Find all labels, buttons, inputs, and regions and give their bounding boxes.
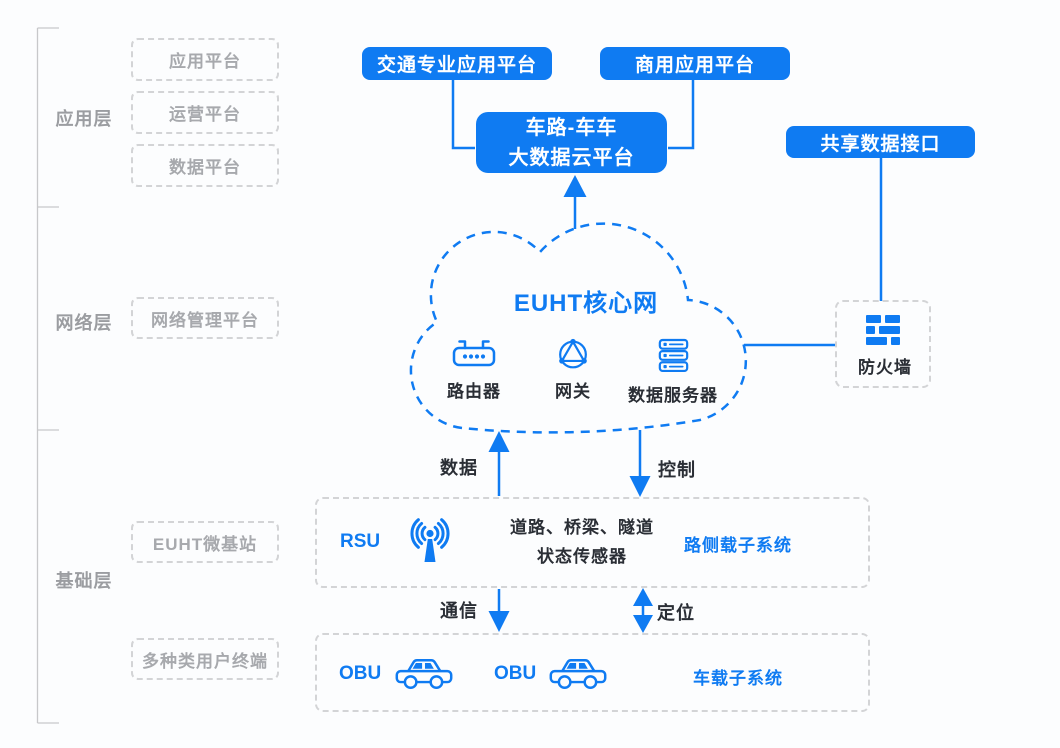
core-network-node-gateway: 网关 <box>533 338 613 402</box>
layer-label-application: 应用层 <box>55 109 113 129</box>
box-operation-platform: 运营平台 <box>131 91 279 134</box>
connector-traffic-to-cloudplatform <box>451 80 475 150</box>
vehicle-subsystem-label: 车载子系统 <box>693 669 783 688</box>
arrow-up-to-cloudplatform <box>563 175 587 197</box>
box-commercial-application-platform: 商用应用平台 <box>600 47 790 80</box>
router-label: 路由器 <box>447 382 501 401</box>
box-firewall: 防火墙 <box>835 300 931 388</box>
connector-lines <box>451 80 883 616</box>
core-network-title: EUHT核心网 <box>513 290 659 317</box>
gateway-icon <box>559 338 587 369</box>
car-icon <box>395 658 453 690</box>
box-vehicle-subsystem <box>315 633 870 712</box>
arrow-positioning-down <box>633 615 653 633</box>
car-icon <box>549 658 607 690</box>
arrow-data-up <box>488 431 510 452</box>
antenna-icon <box>410 518 450 562</box>
box-traffic-application-platform: 交通专业应用平台 <box>362 47 552 80</box>
arrow-positioning-up <box>633 588 653 606</box>
rsu-label: RSU <box>340 531 381 552</box>
flow-positioning-label: 定位 <box>657 603 695 623</box>
flow-data-label: 数据 <box>440 458 478 478</box>
box-data-platform: 数据平台 <box>131 144 279 187</box>
box-roadside-subsystem <box>315 497 870 588</box>
arrow-control-down <box>629 476 651 497</box>
obu-label-1: OBU <box>339 663 382 684</box>
layer-label-network: 网络层 <box>55 313 113 333</box>
bigdata-cloud-platform-line2: 大数据云平台 <box>508 146 635 169</box>
box-application-platform: 应用平台 <box>131 38 279 81</box>
core-network-node-router: 路由器 <box>434 338 514 402</box>
core-network-node-server: 数据服务器 <box>623 338 723 406</box>
box-shared-data-interface: 共享数据接口 <box>786 126 975 158</box>
layer-label-foundation: 基础层 <box>55 571 113 591</box>
core-network-cloud-outline <box>409 222 748 434</box>
roadside-sensors-line1: 道路、桥梁、隧道 <box>510 518 654 537</box>
layer-bracket <box>36 27 59 724</box>
box-euht-micro-basestation: EUHT微基站 <box>131 521 279 563</box>
flow-control-label: 控制 <box>658 460 696 480</box>
flow-communication-label: 通信 <box>440 601 478 621</box>
bigdata-cloud-platform-line1: 车路-车车 <box>525 116 618 139</box>
box-user-terminals: 多种类用户终端 <box>131 638 279 680</box>
obu-label-2: OBU <box>494 663 537 684</box>
roadside-sensors-text: 道路、桥梁、隧道 状态传感器 <box>487 513 677 571</box>
router-icon <box>452 340 496 367</box>
box-bigdata-cloud-platform: 车路-车车 大数据云平台 <box>476 112 667 173</box>
server-icon <box>658 338 688 373</box>
arrow-communication-down <box>488 611 510 632</box>
box-network-management-platform: 网络管理平台 <box>131 297 279 339</box>
connector-commercial-to-cloudplatform <box>668 80 695 150</box>
roadside-sensors-line2: 状态传感器 <box>537 547 627 566</box>
server-label: 数据服务器 <box>628 386 718 405</box>
gateway-label: 网关 <box>555 382 591 401</box>
roadside-subsystem-label: 路侧载子系统 <box>684 536 792 555</box>
firewall-icon <box>866 315 900 345</box>
firewall-label: 防火墙 <box>858 358 912 377</box>
arrowheads <box>488 175 653 633</box>
